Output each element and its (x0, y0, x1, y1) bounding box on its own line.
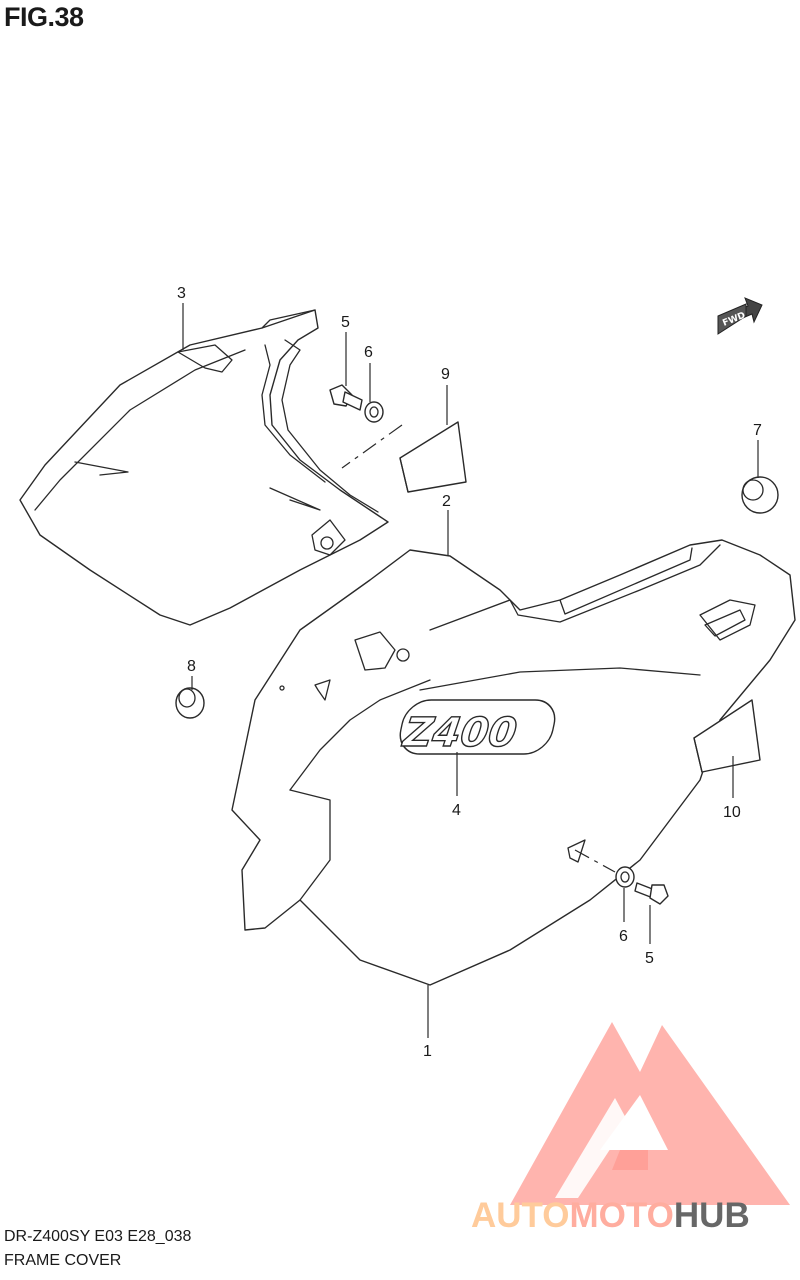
callout-1: 1 (423, 1043, 432, 1060)
assembly-line-lower (574, 849, 616, 873)
assembly-line-upper (341, 424, 403, 469)
callout-3: 3 (177, 285, 186, 302)
callout-2: 2 (442, 493, 451, 510)
fwd-arrow-icon: FWD (717, 297, 763, 335)
part-9-pad[interactable] (399, 421, 467, 493)
svg-text:AUTOMOTOHUB: AUTOMOTOHUB (471, 1196, 750, 1235)
part-7-grommet[interactable] (741, 476, 779, 514)
callout-4: 4 (452, 802, 461, 819)
callout-6-lower: 6 (619, 928, 628, 945)
automotohub-logo: AUTOMOTOHUB (471, 1022, 790, 1235)
callout-5-upper: 5 (341, 314, 350, 331)
callout-10: 10 (723, 804, 741, 821)
callout-6-upper: 6 (364, 344, 373, 361)
part-8-grommet[interactable] (175, 687, 205, 719)
callout-8: 8 (187, 658, 196, 675)
callout-7: 7 (753, 422, 762, 439)
section-name: FRAME COVER (4, 1252, 122, 1269)
logo-word-hub: HUB (674, 1196, 750, 1235)
part-10-pad[interactable] (693, 699, 761, 773)
part-5-bolt-lower[interactable] (634, 882, 669, 905)
part-4-z400-emblem[interactable]: Z400 (396, 699, 559, 757)
logo-word-auto: AUTO (471, 1196, 570, 1235)
part-5-bolt-upper[interactable] (329, 384, 363, 411)
part-3-left-frame-cover[interactable] (19, 309, 389, 626)
part-1-right-frame-cover[interactable] (231, 539, 796, 986)
part-6-washer-lower[interactable] (615, 866, 635, 888)
callout-5-lower: 5 (645, 950, 654, 967)
model-code: DR-Z400SY E03 E28_038 (4, 1228, 192, 1245)
figure-title: FIG.38 (4, 2, 84, 32)
callout-9: 9 (441, 366, 450, 383)
emblem-text: Z400 (399, 710, 520, 756)
logo-word-moto: MOTO (570, 1196, 674, 1235)
part-6-washer-upper[interactable] (364, 401, 384, 423)
